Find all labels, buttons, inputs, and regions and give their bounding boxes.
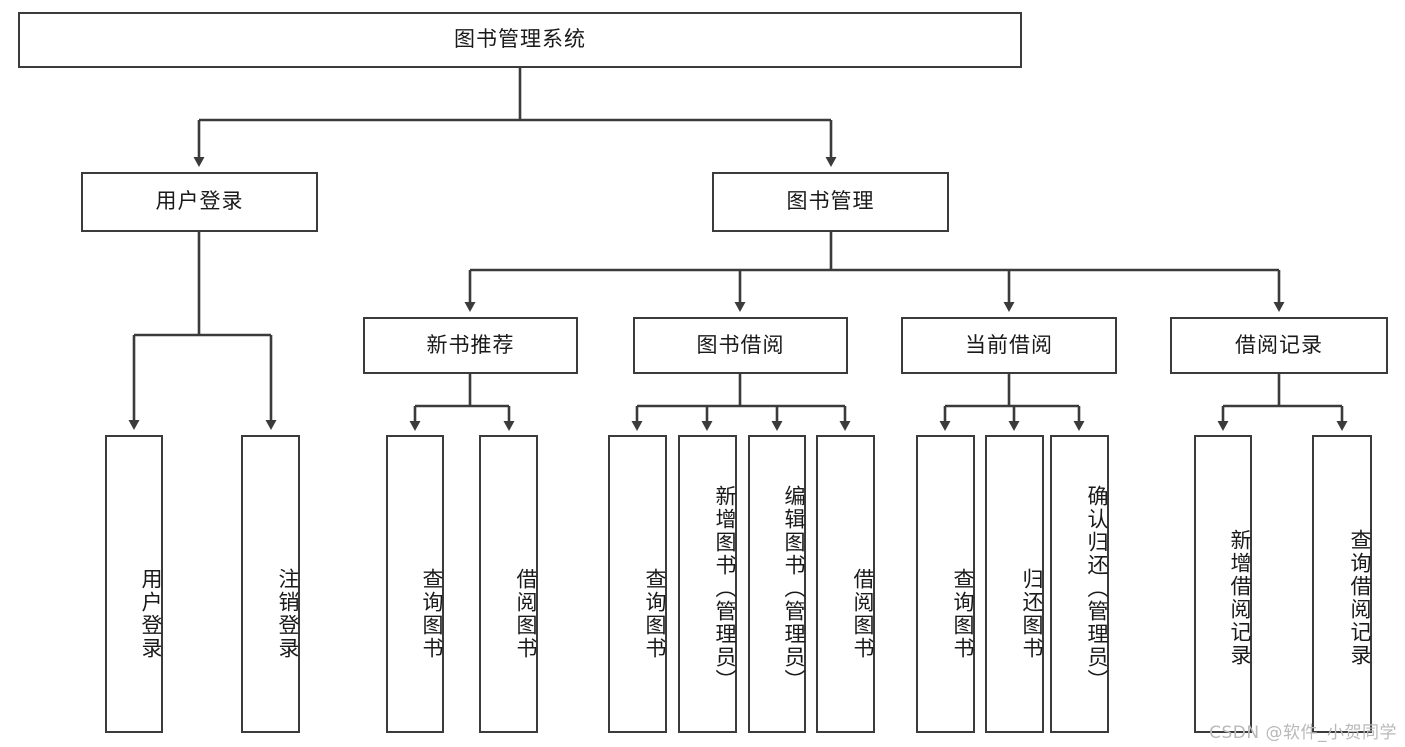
node-leaf-query-book-2[interactable]: 查询图书: [608, 435, 667, 733]
node-leaf-edit-book[interactable]: 编辑图书（管理员）: [748, 435, 806, 733]
node-user-login[interactable]: 用户登录: [81, 172, 318, 232]
node-leaf-add-record[interactable]: 新增借阅记录: [1194, 435, 1252, 733]
node-leaf-borrow-book-1[interactable]: 借阅图书: [479, 435, 538, 733]
node-borrow-record[interactable]: 借阅记录: [1170, 317, 1388, 374]
node-leaf-confirm-return[interactable]: 确认归还（管理员）: [1050, 435, 1109, 733]
node-leaf-return-book[interactable]: 归还图书: [985, 435, 1044, 733]
node-current-borrow[interactable]: 当前借阅: [901, 317, 1117, 374]
node-leaf-query-book-3[interactable]: 查询图书: [916, 435, 975, 733]
node-leaf-add-book[interactable]: 新增图书（管理员）: [678, 435, 737, 733]
node-leaf-borrow-book-2[interactable]: 借阅图书: [816, 435, 875, 733]
node-book-manage[interactable]: 图书管理: [712, 172, 949, 232]
node-leaf-user-login[interactable]: 用户登录: [105, 435, 163, 733]
node-leaf-query-record[interactable]: 查询借阅记录: [1312, 435, 1372, 733]
node-book-borrow[interactable]: 图书借阅: [633, 317, 848, 374]
node-new-book-recommend[interactable]: 新书推荐: [363, 317, 578, 374]
node-root[interactable]: 图书管理系统: [18, 12, 1022, 68]
node-leaf-query-book-1[interactable]: 查询图书: [386, 435, 444, 733]
node-leaf-logout-login[interactable]: 注销登录: [241, 435, 300, 733]
csdn-watermark: CSDN @软件_小贺同学: [1209, 723, 1397, 743]
